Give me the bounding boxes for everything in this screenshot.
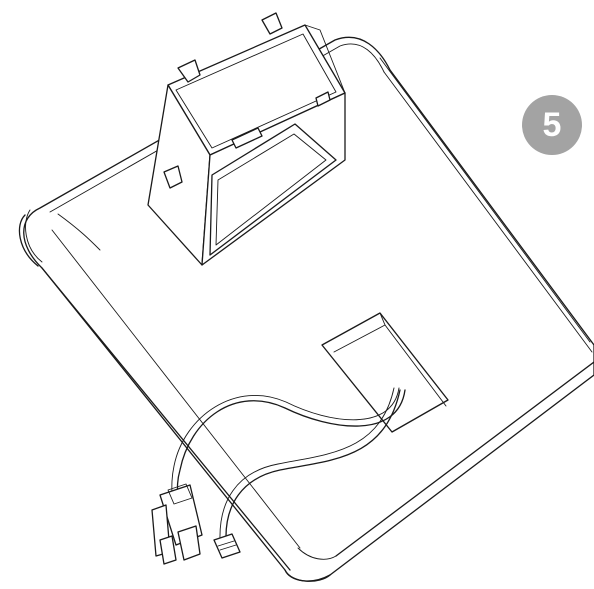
plug-foot-right: [177, 525, 201, 561]
battery-pack: [18, 36, 594, 582]
battery-holder: [147, 12, 346, 266]
holder-back-edge: [304, 24, 346, 94]
wire-1-outer: [176, 389, 406, 501]
connector-plug: [151, 483, 203, 565]
battery-pack-edge-right-2: [383, 71, 593, 353]
holder-window-inner: [215, 133, 327, 246]
cutout-inner-edge-2: [333, 324, 386, 353]
battery-pack-front-edge-3: [57, 213, 101, 251]
small-connector-pins: [217, 540, 237, 551]
battery-pack-edge-right: [379, 57, 591, 343]
holder-window: [209, 123, 337, 256]
battery-pack-front-edge-2: [51, 229, 301, 549]
small-connector-body: [213, 533, 241, 559]
battery-cutout: [321, 312, 449, 433]
plug-foot-left: [159, 535, 177, 565]
wire-harness: [171, 387, 406, 541]
holder-tab-right: [315, 91, 331, 107]
cutout-inner-edge: [379, 312, 447, 407]
battery-pack-right-bottom: [335, 361, 594, 557]
battery-pack-end-left-inner: [25, 209, 43, 263]
step-number-badge: 5: [522, 95, 582, 155]
small-connector: [213, 533, 241, 559]
holder-clip-right: [261, 12, 283, 35]
wire-2-outer: [225, 389, 401, 541]
holder-top-rim: [175, 33, 337, 149]
cutout-outline: [321, 312, 449, 433]
plug-ridge: [167, 483, 193, 505]
battery-pack-end-left: [18, 214, 39, 267]
battery-pack-end-bottom: [284, 569, 331, 582]
battery-pack-edge-top: [49, 43, 385, 213]
wire-1-inner: [171, 387, 400, 501]
battery-pack-front-edge: [41, 267, 291, 571]
wire-2-inner: [219, 387, 395, 541]
battery-pack-end-bottom-inner: [297, 547, 337, 560]
holder-clip-side: [163, 165, 183, 189]
holder-tab-center: [231, 127, 263, 149]
holder-clip-left: [177, 59, 201, 83]
